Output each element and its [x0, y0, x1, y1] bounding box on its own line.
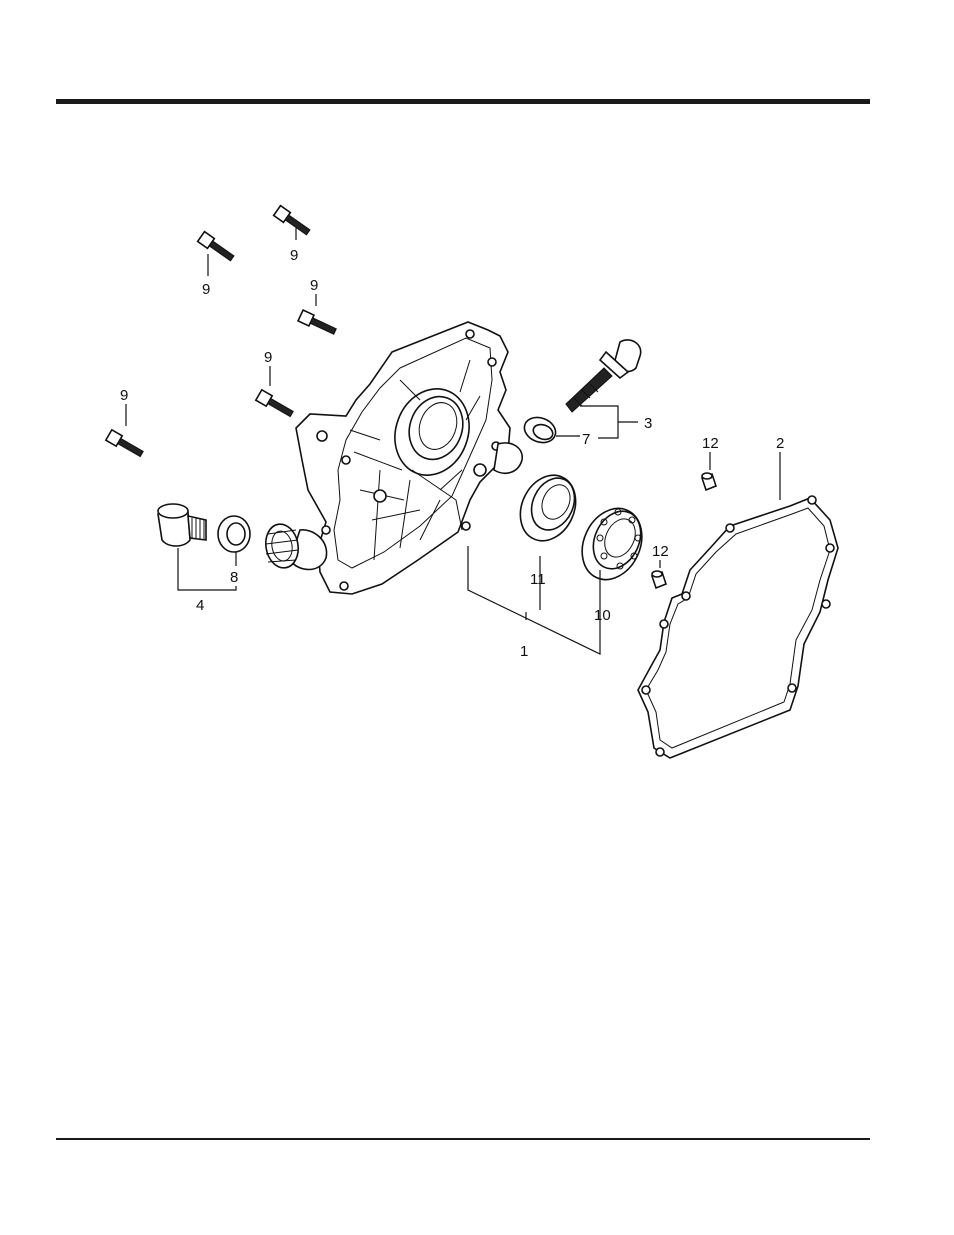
callout-4: 4	[196, 597, 204, 614]
callout-12: 12	[652, 543, 669, 560]
callout-10: 10	[594, 607, 611, 624]
oil-seal	[510, 466, 586, 550]
callout-9: 9	[264, 349, 272, 366]
callout-9: 9	[310, 277, 318, 294]
callout-2: 2	[776, 435, 784, 452]
ball-bearing	[571, 499, 653, 590]
gasket	[638, 496, 838, 758]
oil-dipstick	[566, 340, 641, 412]
callout-9: 9	[202, 281, 210, 298]
callout-8: 8	[230, 569, 238, 586]
callout-12: 12	[702, 435, 719, 452]
callout-3: 3	[644, 415, 652, 432]
callout-9: 9	[290, 247, 298, 264]
callout-11: 11	[530, 571, 546, 588]
callout-9: 9	[120, 387, 128, 404]
callout-7: 7	[582, 431, 590, 448]
drain-washer	[218, 516, 250, 552]
crankcase-cover	[262, 322, 522, 594]
oil-drain-plug	[158, 504, 206, 546]
o-ring	[521, 413, 559, 446]
footer-rule	[56, 1138, 870, 1140]
callout-1: 1	[520, 643, 528, 660]
